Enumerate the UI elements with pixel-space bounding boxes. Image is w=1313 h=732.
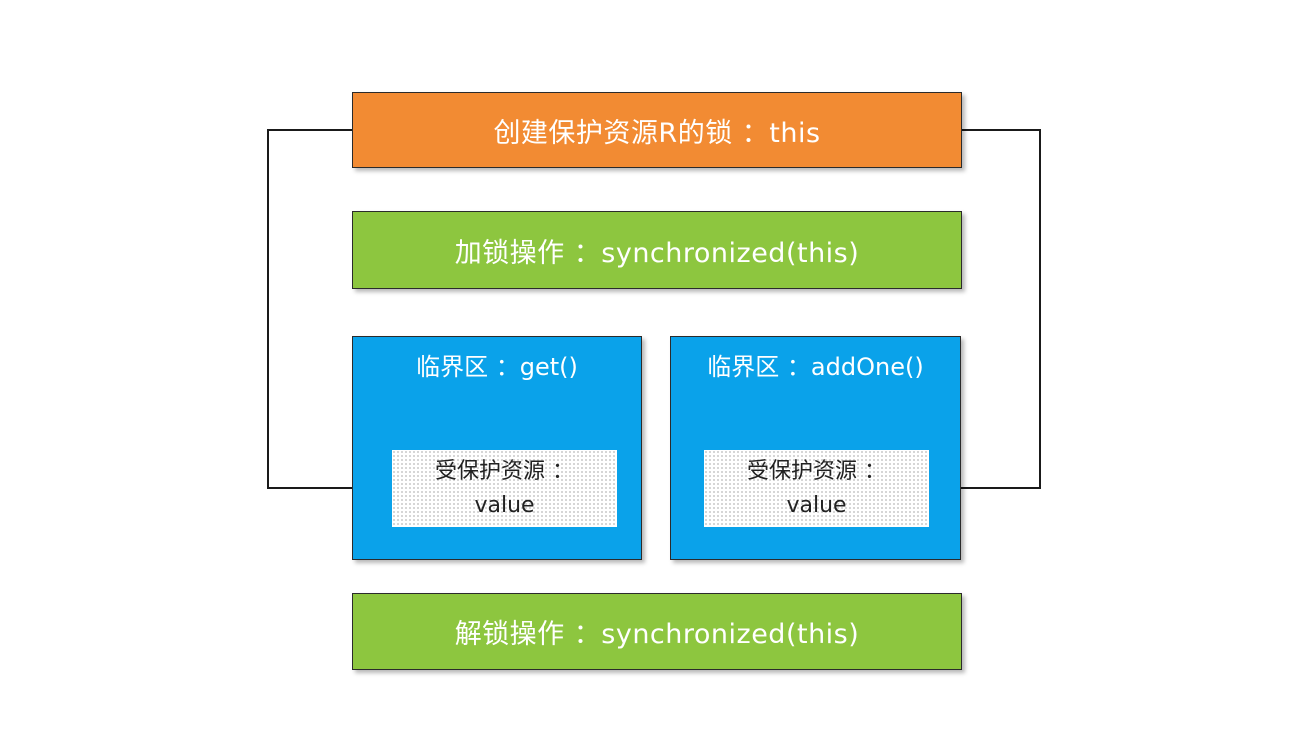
protected-resource-get: 受保护资源 ： value: [392, 450, 617, 527]
lock-operation-label: 加锁操作 ：synchronized(this): [454, 237, 860, 269]
protected-resource-label: 受保护资源 ：: [435, 458, 574, 484]
lock-resource-box: 创建保护资源R的锁 ：this: [352, 92, 962, 168]
unlock-operation-label: 解锁操作 ：synchronized(this): [454, 619, 860, 650]
protected-resource-value: value: [474, 492, 535, 518]
lock-operation-box: 加锁操作 ：synchronized(this): [352, 211, 962, 289]
protected-resource-value: value: [786, 492, 847, 518]
critical-section-get-box: 临界区 ：get() 受保护资源 ： value: [352, 336, 642, 560]
protected-resource-addone: 受保护资源 ： value: [704, 450, 929, 527]
critical-section-get-title: 临界区 ：get(): [416, 353, 578, 381]
unlock-operation-box: 解锁操作 ：synchronized(this): [352, 593, 962, 670]
critical-section-addone-title: 临界区 ：addOne(): [707, 353, 924, 381]
lock-resource-label: 创建保护资源R的锁 ：this: [493, 117, 821, 149]
protected-resource-label: 受保护资源 ：: [747, 458, 886, 484]
critical-section-addone-box: 临界区 ：addOne() 受保护资源 ： value: [670, 336, 961, 560]
